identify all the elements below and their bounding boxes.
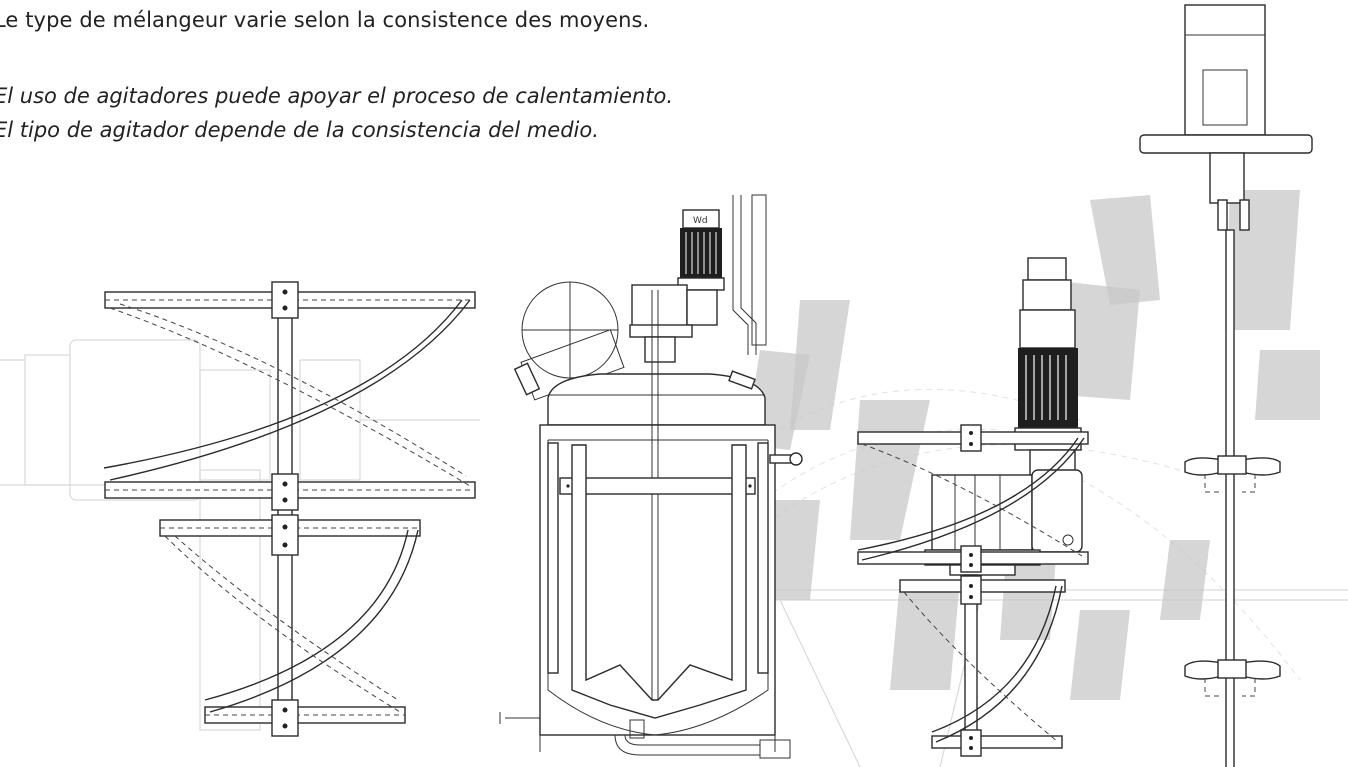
ribbon-agitator-left <box>103 281 476 737</box>
caption-spanish: El uso de agitadores puede apoyar el pro… <box>0 79 673 147</box>
motor-label: Wd <box>693 216 708 226</box>
mixing-vessel: Wd <box>499 194 803 759</box>
caption-spanish-line-2: El tipo de agitador depende de la consis… <box>0 118 599 142</box>
propeller-agitator <box>1139 4 1313 767</box>
caption-french: Le type de mélangeur varie selon la cons… <box>0 8 650 32</box>
caption-spanish-line-1: El uso de agitadores puede apoyar el pro… <box>0 84 674 108</box>
ribbon-agitator-gearmotor <box>857 257 1089 757</box>
